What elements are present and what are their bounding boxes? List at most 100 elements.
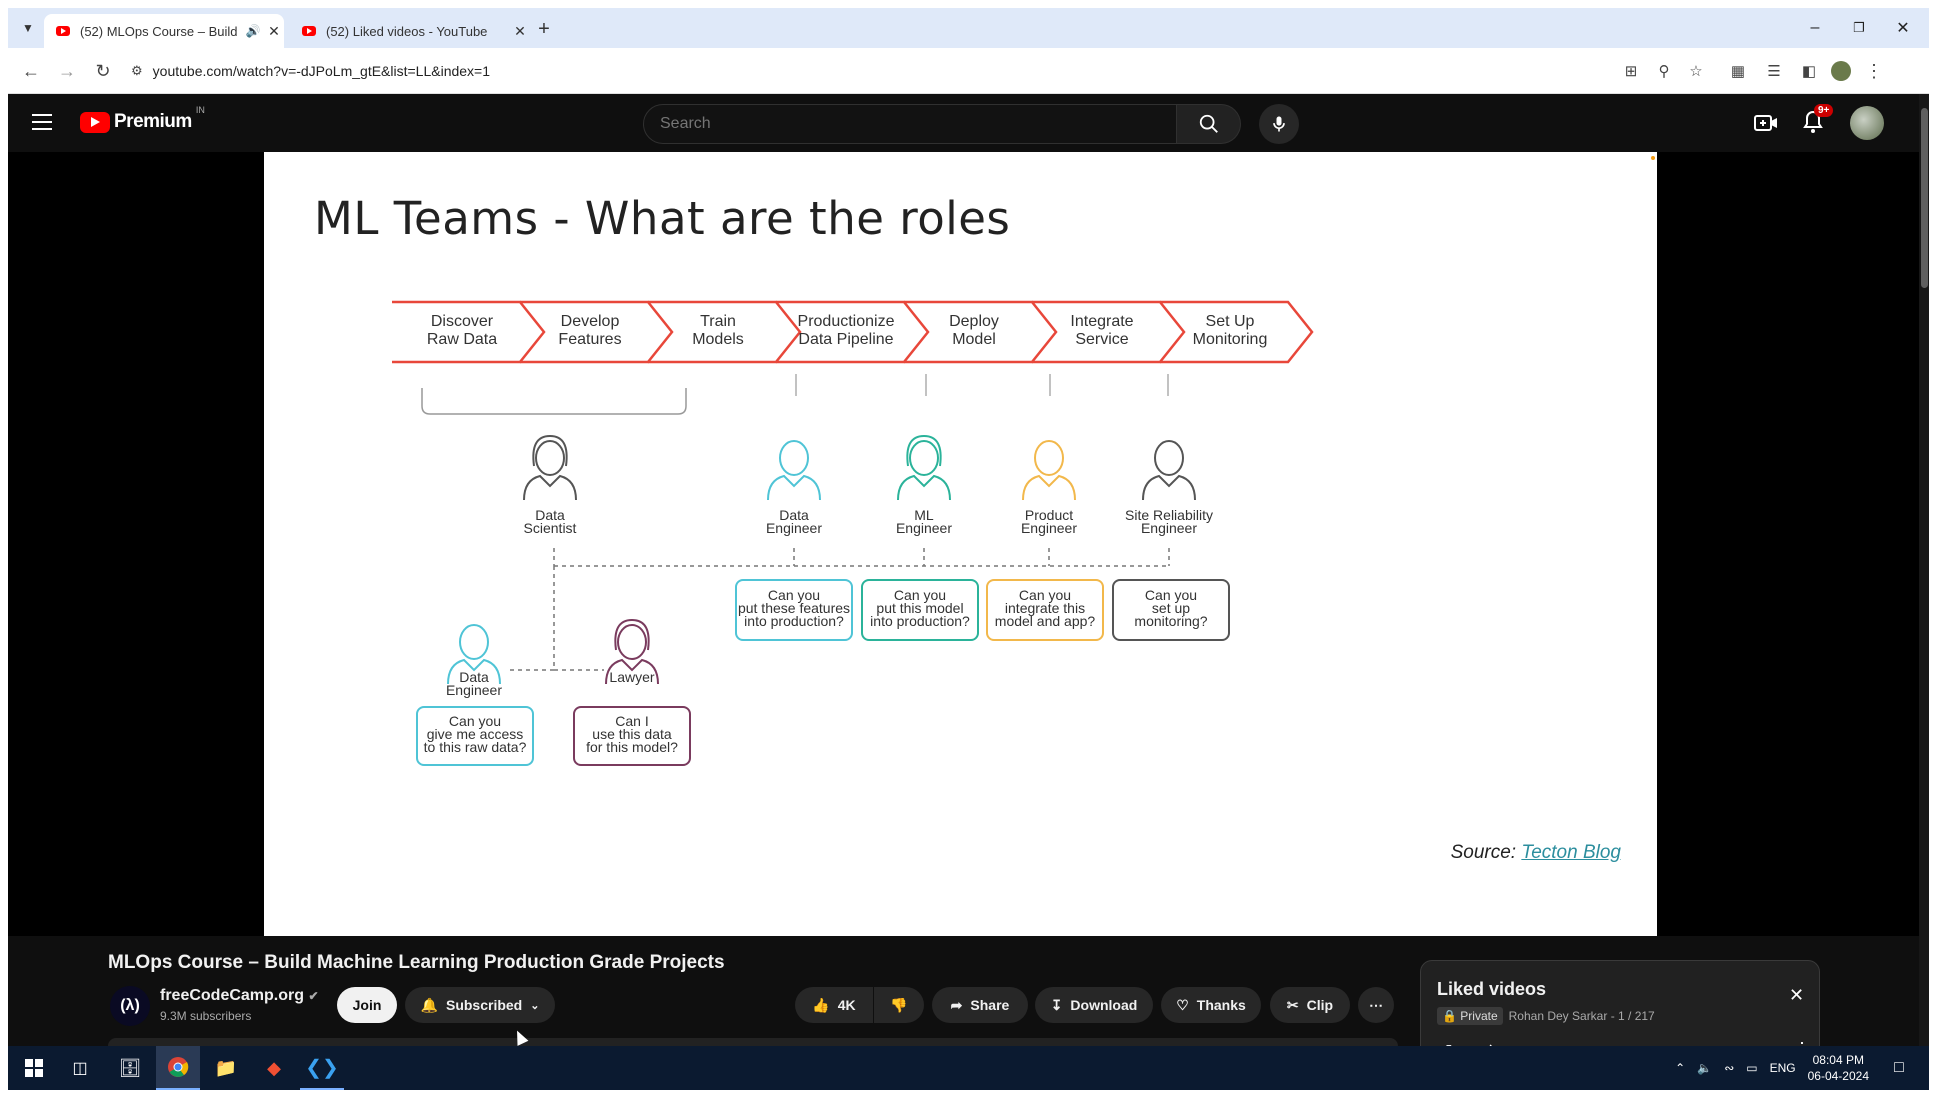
- person-icon: [1022, 440, 1076, 501]
- start-button[interactable]: [12, 1046, 56, 1090]
- thanks-button[interactable]: ♡ Thanks: [1161, 987, 1261, 1023]
- clip-button[interactable]: ✂ Clip: [1270, 987, 1350, 1023]
- battery-icon[interactable]: ▭: [1746, 1061, 1758, 1075]
- scissors-icon: ✂: [1286, 996, 1299, 1013]
- chevron-down-icon: ▼: [22, 21, 34, 35]
- zoom-icon[interactable]: ⚲: [1658, 63, 1670, 80]
- dashed-connector: [509, 566, 604, 671]
- question-box: [1112, 579, 1230, 641]
- scrollbar-thumb[interactable]: [1921, 108, 1928, 288]
- install-app-icon[interactable]: ⊞: [1624, 63, 1638, 80]
- wifi-icon[interactable]: ∾: [1724, 1061, 1735, 1075]
- download-icon: ↧: [1050, 996, 1063, 1013]
- taskbar-app-vscode[interactable]: ❮❯: [300, 1046, 344, 1090]
- person-stroke: [1154, 440, 1184, 476]
- question-box: [573, 706, 691, 766]
- tab-search-button[interactable]: ▼: [16, 16, 40, 40]
- youtube-play-icon: [80, 111, 110, 133]
- new-tab-button[interactable]: +: [538, 18, 550, 40]
- player-dot: [1651, 156, 1655, 160]
- playlist-title[interactable]: Liked videos: [1437, 979, 1547, 999]
- browser-toolbar: ← → ↻ ⚙ youtube.com/watch?v=-dJPoLm_gtE&…: [8, 48, 1929, 94]
- account-avatar[interactable]: [1850, 106, 1884, 140]
- download-button[interactable]: ↧ Download: [1035, 987, 1153, 1023]
- channel-name-text: freeCodeCamp.org: [160, 987, 305, 1004]
- taskbar-app-explorer[interactable]: 📁: [214, 1057, 238, 1078]
- language-indicator[interactable]: ENG: [1769, 1061, 1796, 1075]
- youtube-logo[interactable]: Premium IN: [80, 105, 205, 133]
- forward-button[interactable]: →: [58, 60, 76, 81]
- person-stroke: [535, 440, 565, 476]
- close-tab-icon[interactable]: ✕: [514, 22, 526, 39]
- minimize-button[interactable]: –: [1810, 19, 1820, 36]
- thumbs-down-icon: 👎: [890, 996, 908, 1013]
- reload-button[interactable]: ↻: [95, 60, 111, 81]
- subscribed-button[interactable]: 🔔 Subscribed ⌄: [405, 987, 555, 1023]
- address-bar[interactable]: ⚙ youtube.com/watch?v=-dJPoLm_gtE&list=L…: [129, 55, 1629, 87]
- speaker-icon[interactable]: 🔊: [245, 24, 261, 38]
- person-icon: [767, 440, 821, 501]
- bell-icon: 🔔: [420, 996, 438, 1013]
- task-view-button[interactable]: ◫: [72, 1060, 88, 1077]
- person-stroke: [1142, 474, 1196, 501]
- search-button[interactable]: [1177, 104, 1241, 144]
- playlist-owner-progress: Rohan Dey Sarkar - 1 / 217: [1508, 1009, 1655, 1023]
- channel-avatar[interactable]: (λ): [110, 986, 150, 1026]
- system-tray: ⌃ 🔈 ∾ ▭ ENG 08:04 PM 06-04-2024: [1675, 1046, 1869, 1090]
- close-playlist-icon[interactable]: ✕: [1789, 985, 1805, 1005]
- tab-mlops-course[interactable]: (52) MLOps Course – Build 🔊 ✕: [44, 14, 284, 48]
- page-scrollbar[interactable]: [1919, 94, 1929, 1046]
- chrome-menu-icon[interactable]: ⋮: [1865, 60, 1883, 81]
- taskbar-app-files[interactable]: 🗄: [118, 1057, 142, 1078]
- join-button[interactable]: Join: [337, 987, 397, 1023]
- playlist-meta: 🔒 Private Rohan Dey Sarkar - 1 / 217: [1437, 1007, 1655, 1025]
- taskbar-app-chrome[interactable]: [156, 1046, 200, 1090]
- clock[interactable]: 08:04 PM 06-04-2024: [1808, 1052, 1869, 1084]
- share-button[interactable]: ➦ Share: [932, 987, 1028, 1023]
- notification-center-icon[interactable]: □: [1894, 1059, 1904, 1076]
- notification-badge: 9+: [1814, 104, 1834, 117]
- volume-icon[interactable]: 🔈: [1697, 1061, 1713, 1075]
- side-panel-icon[interactable]: ◧: [1801, 63, 1817, 80]
- video-title: MLOps Course – Build Machine Learning Pr…: [108, 952, 725, 973]
- source-link[interactable]: Tecton Blog: [1521, 842, 1621, 863]
- media-controls-icon[interactable]: ☰: [1767, 63, 1781, 80]
- tab-liked-videos[interactable]: (52) Liked videos - YouTube ✕: [290, 14, 530, 48]
- voice-search-button[interactable]: [1259, 104, 1299, 144]
- more-actions-button[interactable]: ⋯: [1358, 987, 1394, 1023]
- channel-name[interactable]: freeCodeCamp.org ✔: [160, 987, 319, 1005]
- notifications-button[interactable]: 9+: [1802, 104, 1834, 139]
- chevron-up-icon[interactable]: ⌃: [1675, 1061, 1686, 1075]
- profile-avatar[interactable]: [1830, 60, 1852, 82]
- person-icon: [1142, 440, 1196, 501]
- clip-label: Clip: [1306, 997, 1334, 1013]
- chrome-icon: [168, 1057, 189, 1077]
- description-box-edge: [108, 1038, 1398, 1046]
- create-button[interactable]: [1754, 112, 1778, 139]
- close-tab-icon[interactable]: ✕: [268, 22, 280, 39]
- like-button[interactable]: 👍 4K: [795, 987, 873, 1023]
- site-info-icon[interactable]: ⚙: [131, 63, 143, 78]
- bookmark-star-icon[interactable]: ☆: [1689, 63, 1703, 80]
- back-button[interactable]: ←: [22, 60, 40, 81]
- dislike-button[interactable]: 👎: [874, 987, 924, 1023]
- bracket: [421, 388, 687, 415]
- youtube-page: Premium IN 9+ ML Teams - What are the ro…: [8, 94, 1919, 1074]
- close-window-button[interactable]: ✕: [1896, 20, 1910, 37]
- restore-button[interactable]: ❐: [1853, 20, 1865, 35]
- extensions-icon[interactable]: ▦: [1730, 63, 1746, 80]
- youtube-masthead: Premium IN 9+: [8, 94, 1919, 152]
- hamburger-menu-icon[interactable]: [32, 114, 52, 130]
- search-input[interactable]: [643, 104, 1177, 144]
- step-chevron: [1160, 300, 1314, 364]
- search-icon: [1199, 114, 1218, 133]
- microphone-icon: [1273, 116, 1285, 132]
- person-stroke: [617, 624, 647, 660]
- browser-tab-strip: ▼ (52) MLOps Course – Build 🔊 ✕ (52) Lik…: [8, 8, 1929, 48]
- taskbar-app-git[interactable]: ◆: [267, 1057, 281, 1078]
